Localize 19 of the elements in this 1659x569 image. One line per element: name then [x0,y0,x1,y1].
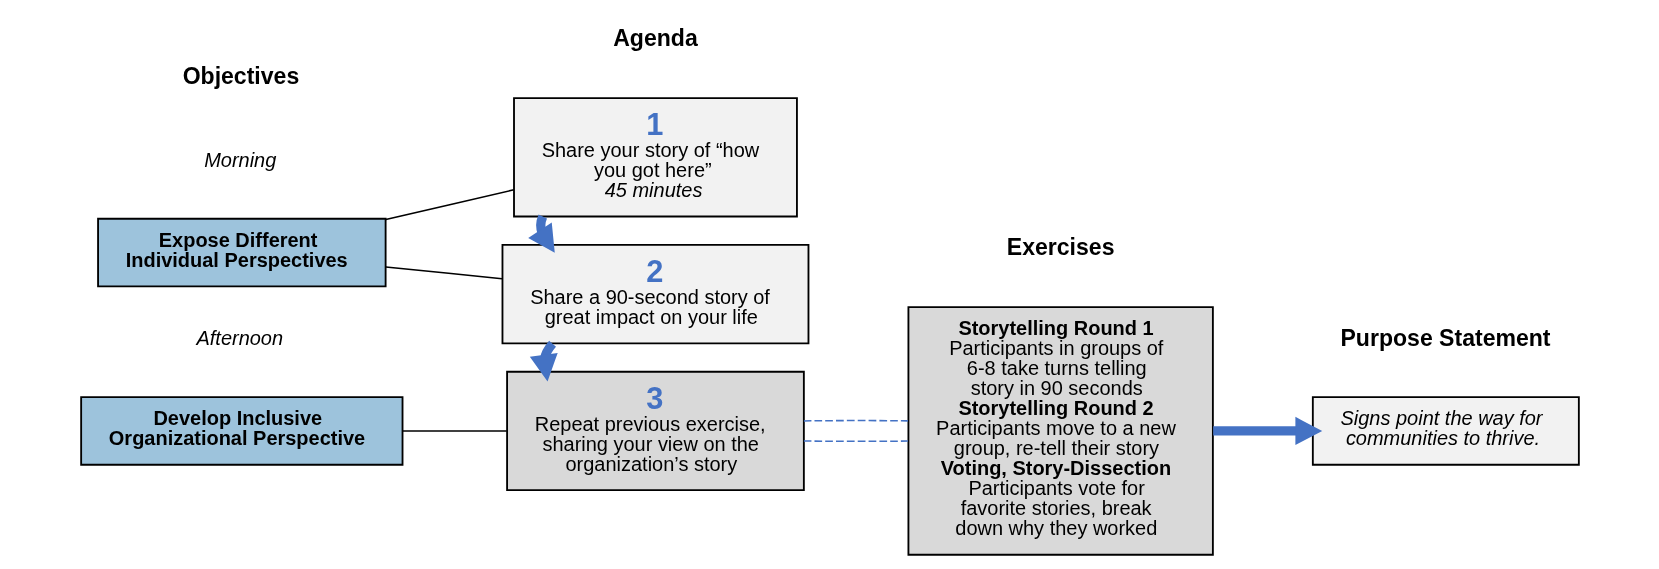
label: Objectives [182,63,299,90]
label: Exercises [1006,233,1114,260]
node-label: Afternoon [195,327,283,350]
node-box: Develop Inclusive Organizational Perspective [79,396,403,466]
label: Purpose Statement [1340,324,1551,351]
connector [401,430,508,432]
label: Agenda [612,24,698,51]
node-box: Expose Different Individual Perspectives [96,217,387,288]
node-label: Morning [203,149,276,172]
connector [384,189,515,221]
connector [802,419,909,422]
node-box: Signs point the way for communities to thrive. [1311,396,1580,466]
arrow [1212,416,1322,446]
node-box: 2 Share a 90-second story of great impact on your life [501,243,809,345]
node-box: Storytelling Round 1 Participants in groups of 6-8 take turns telling story in 90 seconds Storytelling Round 2 Participants move to a new group, re-tell their story Voting, Story-Dissection Participants vote for favorite stories, break down why they worked [907,306,1214,556]
connector [802,440,909,443]
node-box: 1 Share your story of “how you got here” 45 minutes [512,97,798,218]
connector [384,266,503,280]
node-box: 3 Repeat previous exercise, sharing your view on the organization’s story [505,370,805,492]
